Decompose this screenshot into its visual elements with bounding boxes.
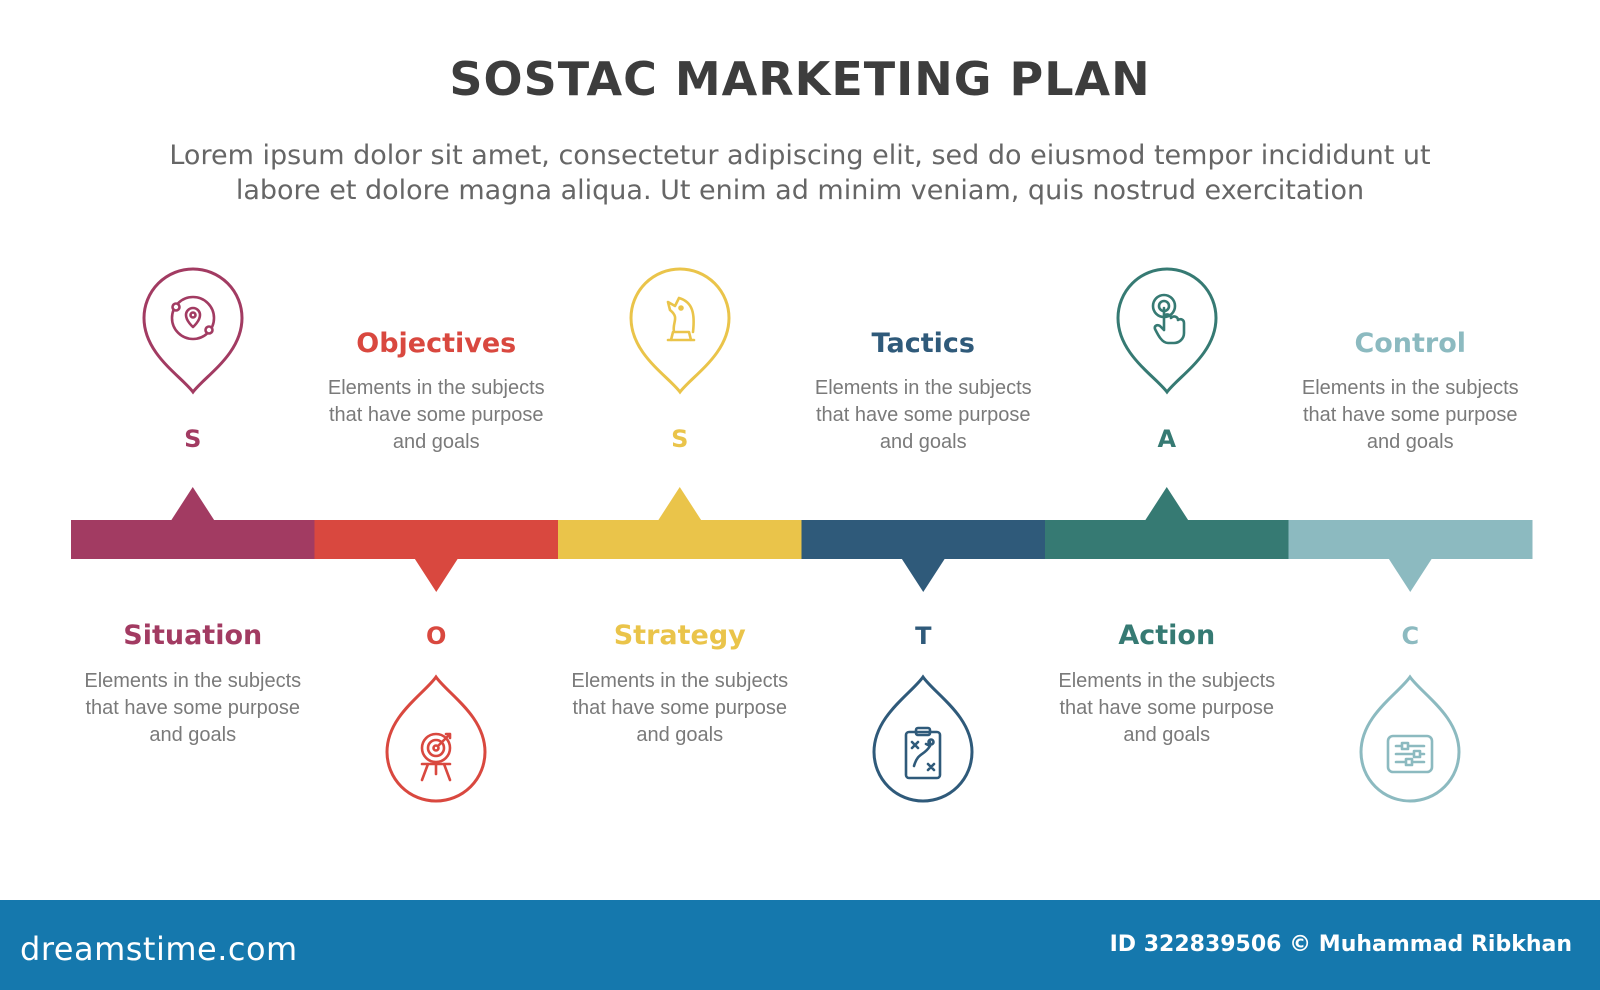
step-description-line: that have some purpose bbox=[328, 404, 544, 426]
step-title: Control bbox=[1354, 328, 1467, 359]
step-description-line: that have some purpose bbox=[1059, 697, 1275, 719]
step-description: Elements in the subjects that have some p… bbox=[793, 375, 1053, 456]
brand-logo: dreamstime.com bbox=[20, 930, 298, 968]
step-letter: S bbox=[671, 425, 689, 453]
step-title: Strategy bbox=[613, 620, 746, 651]
step-description-line: and goals bbox=[392, 431, 480, 453]
step-description-line: that have some purpose bbox=[1302, 404, 1518, 426]
timeline-segment-6 bbox=[1288, 520, 1533, 559]
timeline-bar bbox=[71, 487, 1533, 592]
step-description-line: that have some purpose bbox=[85, 697, 301, 719]
chess-knight-icon bbox=[629, 267, 731, 395]
target-easel-icon bbox=[385, 674, 487, 803]
step-description-line: and goals bbox=[1366, 431, 1454, 453]
page-title: SOSTAC MARKETING PLAN bbox=[449, 52, 1151, 106]
step-description-line: and goals bbox=[1123, 724, 1211, 746]
footer-bar: dreamstime.com ID 322839506 © Muhammad R… bbox=[0, 900, 1600, 990]
timeline-segment-5 bbox=[1045, 520, 1289, 559]
timeline-segment-4 bbox=[801, 520, 1046, 559]
tactics-board-icon bbox=[872, 674, 974, 803]
step-letter: A bbox=[1157, 425, 1177, 453]
timeline-pointer-3 bbox=[657, 487, 702, 521]
step-title: Situation bbox=[123, 620, 263, 651]
step-description-line: Elements in the subjects bbox=[1058, 670, 1276, 692]
step-description-line: Elements in the subjects bbox=[571, 670, 789, 692]
step-description-line: Elements in the subjects bbox=[327, 377, 545, 399]
step-description-line: that have some purpose bbox=[815, 404, 1031, 426]
timeline-pointer-4 bbox=[901, 558, 946, 592]
timeline-pointer-2 bbox=[414, 558, 459, 592]
step-letter: T bbox=[915, 622, 932, 650]
step-letter: O bbox=[426, 622, 447, 650]
step-title: Objectives bbox=[356, 328, 517, 359]
step-description-line: and goals bbox=[879, 431, 967, 453]
step-title: Tactics bbox=[871, 328, 975, 359]
step-description-line: Elements in the subjects bbox=[814, 377, 1032, 399]
step-description: Elements in the subjects that have some p… bbox=[306, 375, 566, 456]
subtitle-line-1: Lorem ipsum dolor sit amet, consectetur … bbox=[169, 140, 1431, 171]
page-subtitle: Lorem ipsum dolor sit amet, consectetur … bbox=[120, 138, 1480, 208]
timeline-segment-2 bbox=[314, 520, 559, 559]
step-letter: S bbox=[184, 425, 202, 453]
map-location-icon bbox=[142, 267, 244, 395]
step-description-line: Elements in the subjects bbox=[84, 670, 302, 692]
image-credit: ID 322839506 © Muhammad Ribkhan bbox=[1109, 932, 1572, 957]
control-sliders-icon bbox=[1359, 674, 1461, 803]
step-description: Elements in the subjects that have some p… bbox=[63, 668, 323, 749]
step-description-line: that have some purpose bbox=[572, 697, 788, 719]
timeline-pointer-6 bbox=[1388, 558, 1433, 592]
step-description: Elements in the subjects that have some p… bbox=[550, 668, 810, 749]
step-description: Elements in the subjects that have some p… bbox=[1280, 375, 1540, 456]
hand-tap-icon bbox=[1116, 267, 1218, 395]
step-letter: C bbox=[1401, 622, 1420, 650]
timeline-pointer-1 bbox=[170, 487, 215, 521]
step-title: Action bbox=[1118, 620, 1216, 651]
step-description: Elements in the subjects that have some p… bbox=[1037, 668, 1297, 749]
subtitle-line-2: labore et dolore magna aliqua. Ut enim a… bbox=[235, 175, 1365, 206]
step-description-line: Elements in the subjects bbox=[1301, 377, 1519, 399]
step-description-line: and goals bbox=[149, 724, 237, 746]
timeline-segment-3 bbox=[558, 520, 802, 559]
timeline-segment-1 bbox=[71, 520, 315, 559]
step-description-line: and goals bbox=[636, 724, 724, 746]
timeline-pointer-5 bbox=[1144, 487, 1189, 521]
